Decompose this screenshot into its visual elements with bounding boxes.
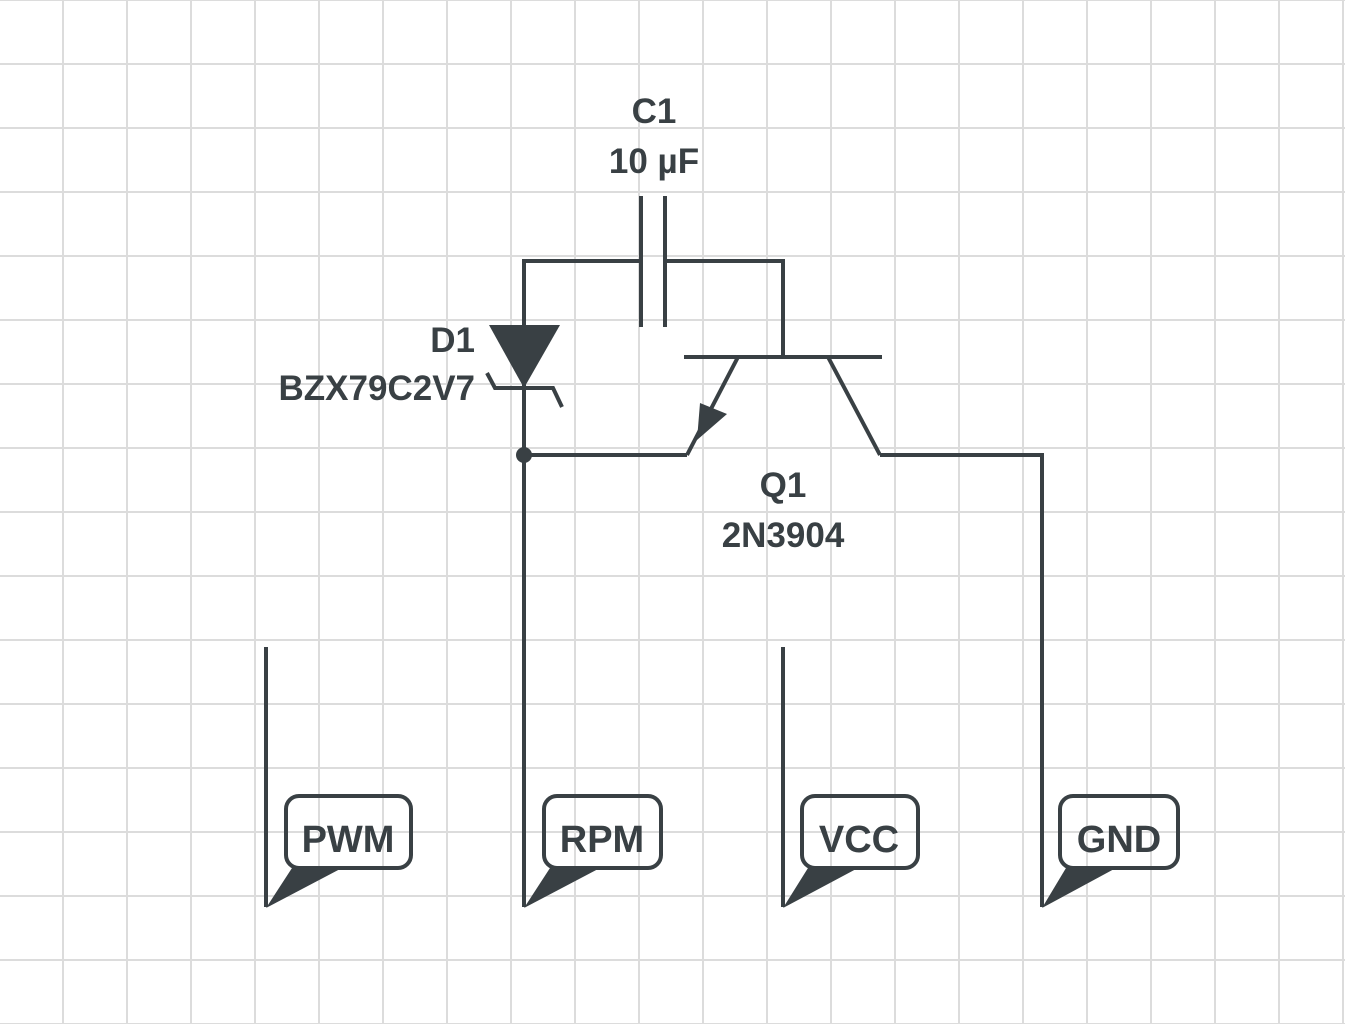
diode-ref: D1: [430, 321, 475, 360]
zener-diode-d1[interactable]: D1 BZX79C2V7: [279, 321, 564, 408]
capacitor-ref: C1: [632, 92, 677, 131]
net-label-box: [1058, 794, 1180, 870]
wires: [516, 259, 1044, 907]
wire-collector-gnd: [880, 453, 1044, 907]
net-label-text: PWM: [302, 819, 395, 861]
net-label-pwm[interactable]: PWM: [264, 647, 413, 908]
net-label-tail: [524, 868, 600, 908]
net-label-tail: [266, 868, 342, 908]
net-label-tail: [1042, 868, 1116, 908]
capacitor-c1[interactable]: C1 10 µF: [609, 92, 699, 327]
net-label-gnd[interactable]: GND: [1042, 794, 1180, 908]
net-label-vcc[interactable]: VCC: [781, 647, 920, 908]
net-label-box: [542, 794, 663, 870]
net-label-text: VCC: [819, 819, 899, 861]
net-label-rpm[interactable]: RPM: [524, 794, 663, 908]
transistor-collector: [826, 356, 882, 456]
net-label-box: [284, 794, 413, 870]
diode-triangle-icon: [489, 325, 560, 388]
emitter-arrow-icon: [697, 403, 727, 440]
diode-value: BZX79C2V7: [279, 369, 475, 408]
transistor-emitter: [685, 356, 740, 456]
transistor-ref: Q1: [760, 466, 807, 505]
net-label-text: RPM: [560, 819, 644, 861]
transistor-q1[interactable]: Q1 2N3904: [684, 355, 882, 555]
net-label-box: [800, 794, 920, 870]
net-label-text: GND: [1077, 819, 1161, 861]
zener-bar: [485, 372, 564, 408]
capacitor-value: 10 µF: [609, 142, 699, 181]
wire-rpm-to-c1: [522, 259, 641, 907]
net-label-tail: [783, 868, 858, 908]
wire-c1-to-base: [665, 259, 785, 357]
junction-dot: [516, 447, 532, 463]
transistor-value: 2N3904: [722, 516, 845, 555]
